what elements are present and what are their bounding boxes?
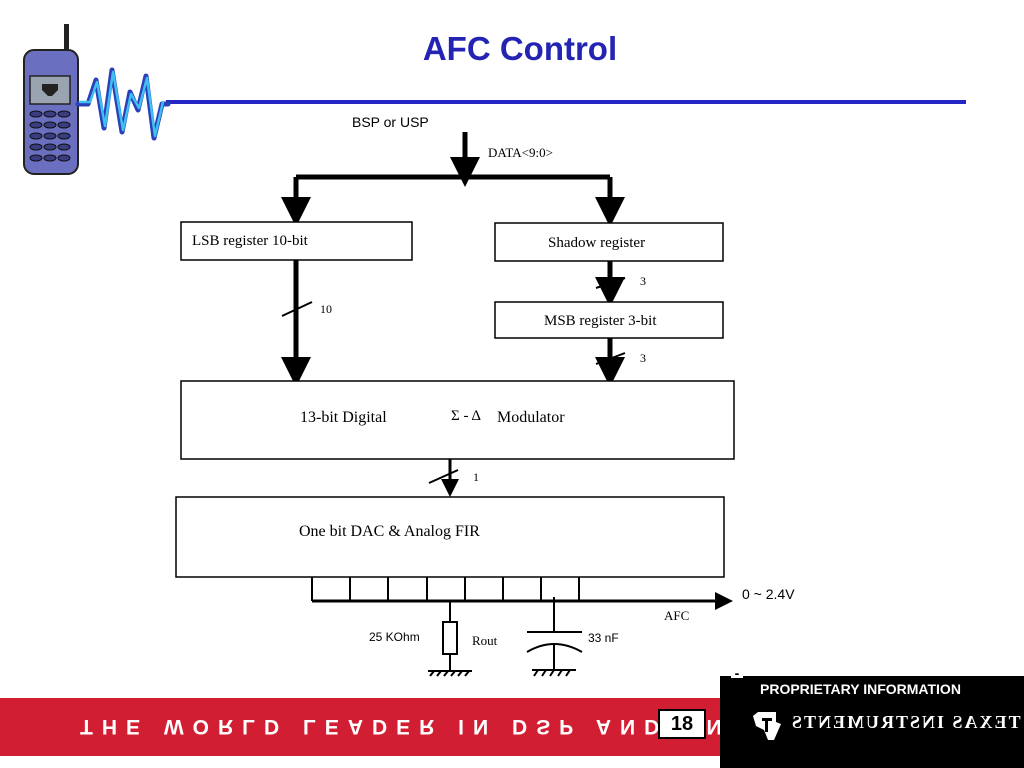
footer-tagline: THE WORLD LEADER IN DSP AND ANALOG bbox=[80, 715, 828, 738]
output-range: 0 ~ 2.4V bbox=[742, 586, 795, 602]
resistor-value: 25 KOhm bbox=[369, 630, 420, 644]
waveform-icon bbox=[75, 67, 171, 141]
input-label: BSP or USP bbox=[352, 114, 429, 130]
capacitor-ground bbox=[532, 669, 576, 677]
afc-block-diagram: BSP or USP DATA<9:0> LSB register 10-bit… bbox=[75, 67, 795, 677]
output-name: AFC bbox=[664, 608, 689, 623]
proprietary-label: PROPRIETARY INFORMATION bbox=[760, 681, 961, 697]
resistor-name: Rout bbox=[472, 633, 498, 648]
lsb-register-block bbox=[180, 221, 413, 261]
lsb-to-mod-slash bbox=[281, 301, 313, 317]
shadow-register-label: Shadow register bbox=[548, 235, 645, 251]
resistor-ground bbox=[428, 670, 472, 677]
dac-block bbox=[175, 496, 725, 578]
footer-dash: - bbox=[731, 666, 743, 680]
modulator-block bbox=[180, 380, 735, 460]
width-lsb-to-mod: 10 bbox=[320, 302, 332, 316]
msb-register-label: MSB register 3-bit bbox=[544, 313, 657, 329]
title-rule bbox=[166, 100, 966, 104]
mobile-phone-icon bbox=[23, 24, 79, 175]
msb-to-mod-slash bbox=[595, 352, 626, 365]
mod-to-dac-slash bbox=[428, 469, 459, 484]
modulator-right-label: Modulator bbox=[497, 409, 565, 426]
bus-label: DATA<9:0> bbox=[488, 145, 553, 160]
resistor-symbol bbox=[442, 621, 458, 655]
modulator-symbol: Σ - Δ bbox=[451, 408, 481, 424]
slide-title: AFC Control bbox=[422, 30, 618, 67]
dac-block-label: One bit DAC & Analog FIR bbox=[299, 523, 480, 540]
capacitor-value: 33 nF bbox=[588, 631, 619, 645]
width-msb-to-mod: 3 bbox=[640, 351, 646, 365]
width-shadow-to-msb: 3 bbox=[640, 274, 646, 288]
msb-register-block bbox=[494, 301, 724, 339]
modulator-left-label: 13-bit Digital bbox=[300, 409, 387, 426]
page-number: 18 bbox=[658, 709, 706, 739]
lsb-register-label: LSB register 10-bit bbox=[192, 233, 309, 249]
width-mod-to-dac: 1 bbox=[473, 470, 479, 484]
fir-taps bbox=[311, 577, 580, 601]
shadow-to-msb-slash bbox=[595, 277, 626, 289]
company-name: TEXAS INSTRUMENTS bbox=[790, 712, 1021, 732]
texas-instruments-logo-icon bbox=[753, 712, 781, 740]
